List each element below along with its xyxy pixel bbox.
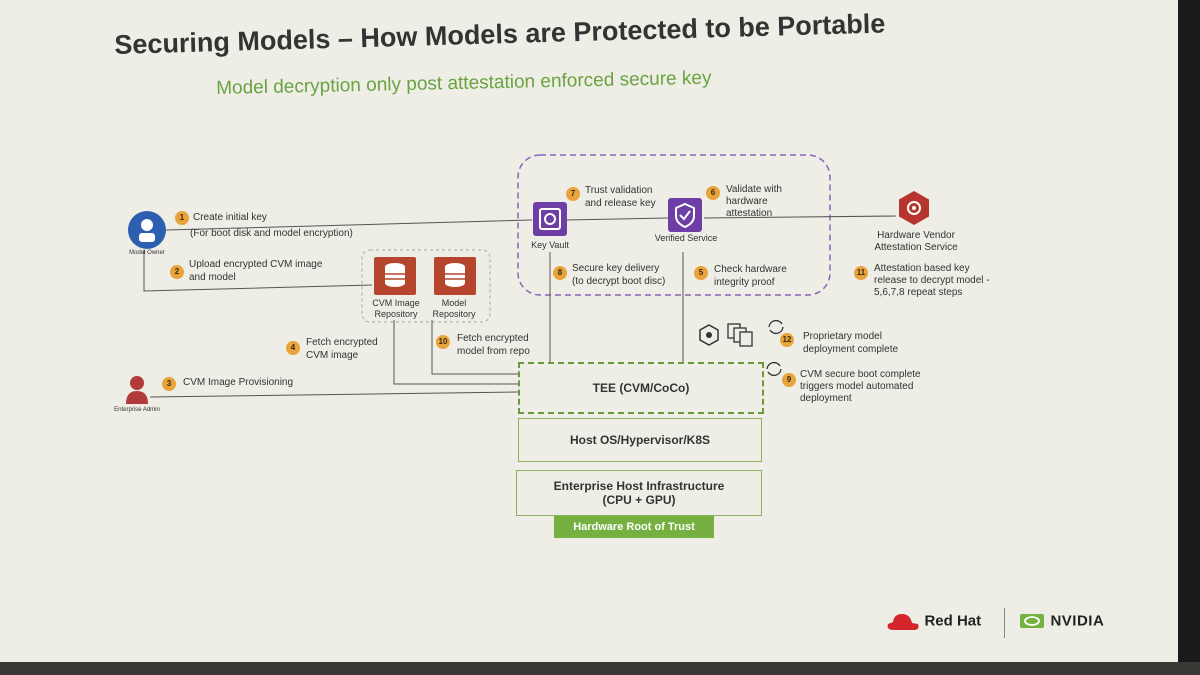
model-repository-label: Model Repository <box>432 298 476 319</box>
step-12-subtext: deployment complete <box>803 344 899 355</box>
verified-service-icon <box>668 198 702 232</box>
key-vault-icon <box>533 202 567 236</box>
step-badge-2: 2 <box>170 265 184 279</box>
redhat-wordmark: Red Hat <box>924 612 982 630</box>
step-10-subtext: model from repo <box>457 346 530 357</box>
tee-box: TEE (CVM/CoCo) <box>518 362 764 414</box>
host-os-label: Host OS/Hypervisor/K8S <box>569 433 711 447</box>
enterprise-admin-icon <box>124 374 150 404</box>
step-badge-1: 1 <box>175 211 189 225</box>
hardware-vendor-label: Hardware Vendor Attestation Service <box>874 230 958 253</box>
step-6-subtext: hardware <box>726 196 768 207</box>
step-7-subtext: and release key <box>585 198 656 209</box>
step-badge-7: 7 <box>566 187 580 201</box>
step-8-subtext: (to decrypt boot disc) <box>572 276 666 287</box>
cvm-repository-label: CVM Image Repository <box>372 298 420 319</box>
step-badge-3: 3 <box>162 377 176 391</box>
refresh-icon-9 <box>764 360 784 378</box>
step-7-text: Trust validation <box>585 185 653 196</box>
host-infra-sublabel: (CPU + GPU) <box>602 493 676 507</box>
redhat-hat-icon <box>887 614 919 630</box>
logo-divider <box>1004 608 1005 638</box>
step-6-text: Validate with <box>726 184 782 195</box>
cvm-repository-icon <box>374 257 416 295</box>
step-badge-6: 6 <box>706 186 720 200</box>
hardware-root-of-trust: Hardware Root of Trust <box>554 516 714 538</box>
nvidia-logo: NVIDIA <box>1018 608 1104 634</box>
slide: Securing Models – How Models are Protect… <box>0 0 1178 662</box>
step-9-subtext: triggers model automated <box>800 381 914 392</box>
step-9-subtext-2: deployment <box>800 393 852 404</box>
verified-service-label: Verified Service <box>654 233 718 243</box>
step-badge-8: 8 <box>553 266 567 280</box>
step-2-text: Upload encrypted CVM image <box>189 259 323 270</box>
step-11-subtext: release to decrypt model - <box>874 275 990 286</box>
model-repository-icon <box>434 257 476 295</box>
model-owner-icon <box>128 211 166 249</box>
step-6-subtext-2: attestation <box>726 208 773 219</box>
step-badge-11: 11 <box>854 266 868 280</box>
step-12-text: Proprietary model <box>803 331 882 342</box>
step-11-subtext-2: 5,6,7,8 repeat steps <box>874 287 963 298</box>
step-10-text: Fetch encrypted <box>457 333 529 344</box>
redhat-logo: Red Hat <box>884 608 981 634</box>
projector-edge-right <box>1178 0 1200 675</box>
step-badge-12: 12 <box>780 333 794 347</box>
step-badge-4: 4 <box>286 341 300 355</box>
connector-lines <box>143 154 897 398</box>
enterprise-admin-label: Enterprise Admin <box>114 407 160 413</box>
nvidia-eye-icon <box>1020 614 1044 628</box>
refresh-icon-12 <box>766 318 786 336</box>
step-4-text: Fetch encrypted <box>306 337 378 348</box>
gear-icon <box>698 324 720 346</box>
step-1-text: Create initial key <box>193 212 267 223</box>
step-4-subtext: CVM image <box>306 350 359 361</box>
hardware-vendor-icon <box>896 190 932 226</box>
projector-edge-bottom <box>0 662 1200 675</box>
step-badge-5: 5 <box>694 266 708 280</box>
step-5-subtext: integrity proof <box>714 277 775 288</box>
host-infra-box: Enterprise Host Infrastructure (CPU + GP… <box>516 470 762 516</box>
step-8-text: Secure key delivery <box>572 263 660 274</box>
step-9-text: CVM secure boot complete <box>800 369 921 380</box>
host-os-box: Host OS/Hypervisor/K8S <box>518 418 762 462</box>
step-11-text: Attestation based key <box>874 263 970 274</box>
documents-icon <box>726 322 754 348</box>
model-owner-label: Model Owner <box>129 250 165 256</box>
step-2-subtext: and model <box>189 272 236 283</box>
step-badge-10: 10 <box>436 335 450 349</box>
step-5-text: Check hardware <box>714 264 787 275</box>
key-vault-label: Key Vault <box>531 240 569 250</box>
step-badge-9: 9 <box>782 373 796 387</box>
step-1-subtext: (For boot disk and model encryption) <box>190 228 353 239</box>
step-3-text: CVM Image Provisioning <box>183 377 294 388</box>
host-infra-label: Enterprise Host Infrastructure <box>553 479 725 493</box>
nvidia-wordmark: NVIDIA <box>1050 612 1105 630</box>
